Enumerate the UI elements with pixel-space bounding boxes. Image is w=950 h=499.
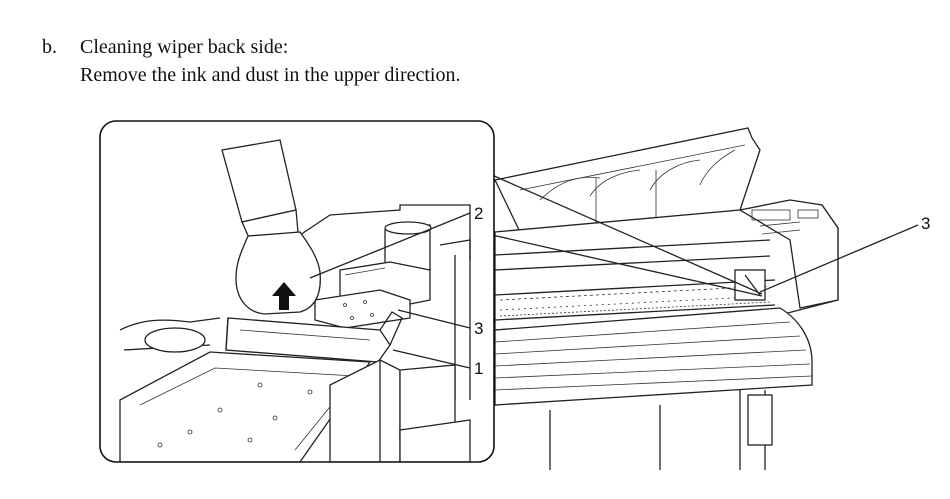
instruction-heading: b. Cleaning wiper back side: bbox=[42, 33, 460, 61]
callout-swab: 2 bbox=[474, 204, 483, 223]
detail-view bbox=[99, 120, 763, 463]
detail-frame bbox=[99, 120, 495, 463]
callout-printer-location: 3 bbox=[921, 214, 930, 233]
step-detail: Remove the ink and dust in the upper dir… bbox=[80, 64, 461, 86]
step-title: Cleaning wiper back side: bbox=[80, 36, 289, 58]
instruction-step: b. Cleaning wiper back side: Remove the i… bbox=[42, 33, 460, 89]
callout-wiper-back: 3 bbox=[474, 319, 483, 338]
callout-wiper: 1 bbox=[474, 359, 483, 378]
printer-illustration bbox=[494, 127, 919, 470]
step-letter: b. bbox=[42, 36, 57, 58]
